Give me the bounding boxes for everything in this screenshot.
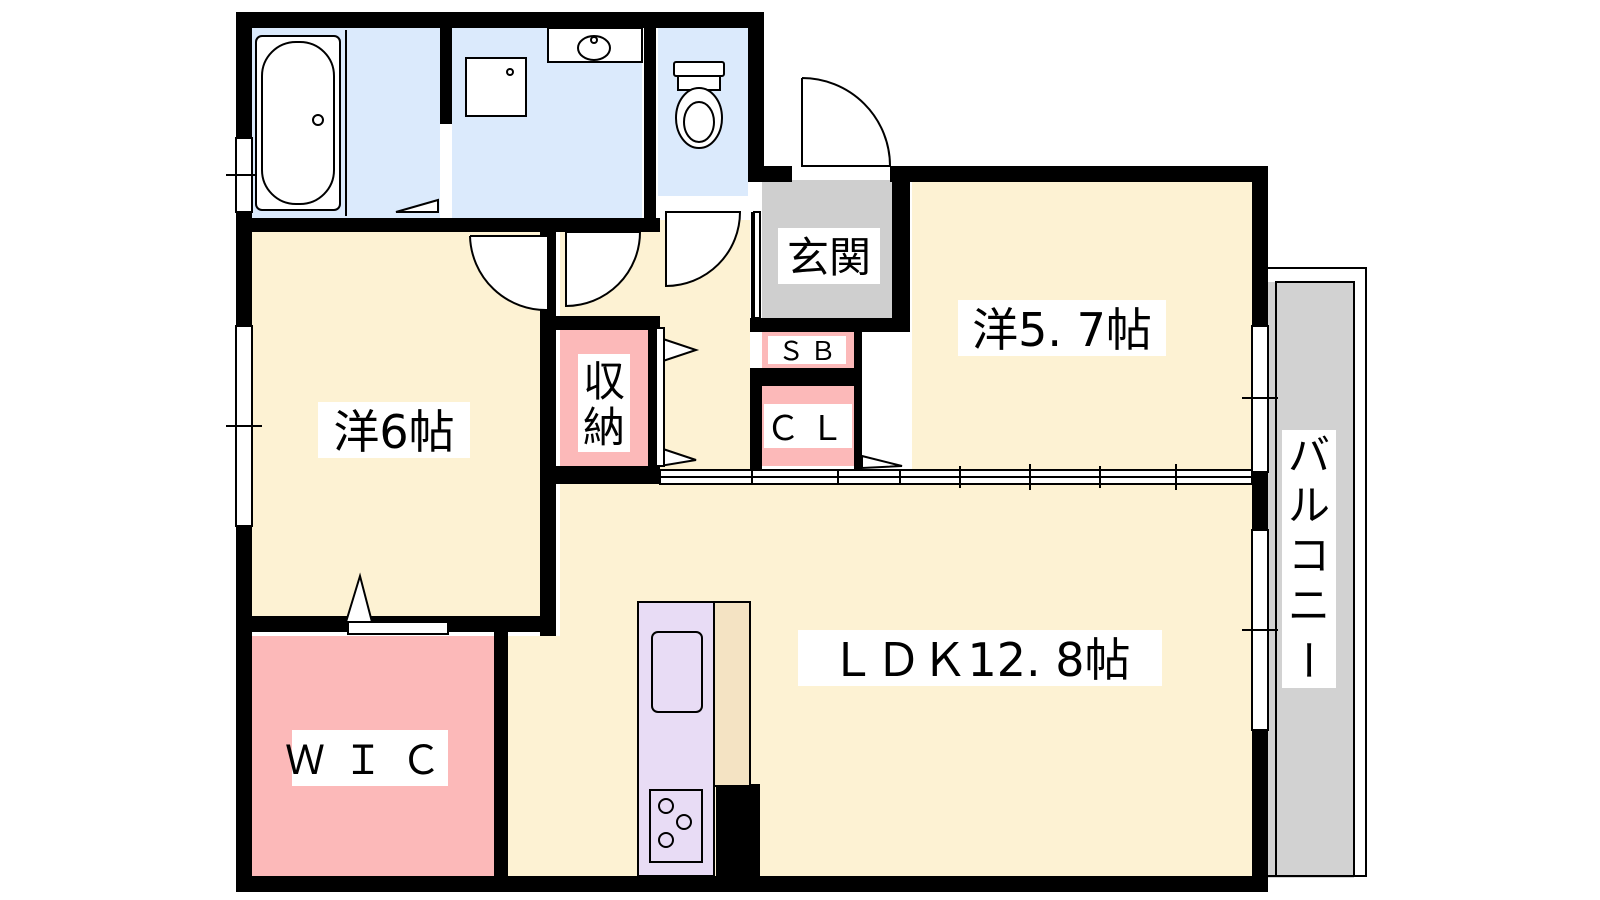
label-balcony: バ ル コ ニ ー [1283, 431, 1332, 681]
wall-sb-bottom [750, 368, 862, 386]
label-balcony-char: コ [1288, 531, 1330, 580]
label-storage-2: 納 [583, 403, 625, 452]
washbasin-icon [547, 27, 643, 63]
room-labels: 洋6帖 洋5. 7帖 ＬＤＫ12. 8帖 玄関 収 納 ＳＢ ＣＬ ＷＩＣ バ … [285, 233, 1332, 784]
doors [469, 77, 892, 319]
door-w6 [469, 235, 549, 312]
wall-ldk-top [556, 470, 756, 480]
wall-storage-top [556, 316, 660, 330]
sliding-partition [659, 464, 1253, 490]
label-western-6: 洋6帖 [333, 405, 454, 459]
wall-entrance-right [892, 166, 910, 332]
ldk-area-left [508, 636, 568, 876]
wall-entrance-bottom [750, 318, 910, 332]
wall-top-right [890, 166, 1268, 182]
kitchen-back-counter [713, 601, 751, 787]
bathtub-icon [255, 30, 347, 216]
label-storage-1: 収 [583, 357, 625, 406]
door-front [801, 77, 892, 167]
label-backgrounds [292, 228, 1336, 786]
washer-space-icon [465, 57, 527, 117]
stove-burners-icon [649, 789, 703, 863]
balcony-inner [1275, 281, 1355, 877]
label-wic: ＷＩＣ [285, 738, 459, 784]
label-entrance: 玄関 [787, 233, 871, 282]
door-indicators [344, 198, 903, 635]
wall-kitchen-post [716, 784, 760, 882]
wall-wash-toilet [644, 28, 656, 224]
wall-top-bath [236, 12, 762, 28]
wall-cl-right [854, 330, 862, 476]
door-wash [565, 231, 642, 308]
wall-bath-bottom [236, 218, 660, 232]
door-toilet [665, 211, 742, 288]
label-balcony-char: ル [1288, 481, 1330, 530]
wall-storage-right [648, 330, 658, 466]
label-balcony-char: ー [1283, 639, 1332, 681]
wall-wic-right [494, 632, 508, 882]
wall-cl-left [750, 386, 762, 476]
wall-w6-right [540, 232, 556, 636]
label-closet: ＣＬ [766, 409, 854, 449]
kitchen-sink-icon [651, 631, 703, 713]
label-western-57: 洋5. 7帖 [972, 303, 1152, 357]
label-ldk: ＬＤＫ12. 8帖 [829, 633, 1130, 687]
wall-bath-right [748, 12, 764, 182]
wall-bath-wash [440, 28, 452, 124]
label-shoe-box: ＳＢ [778, 337, 842, 367]
wall-bottom [236, 876, 1266, 892]
kitchen [637, 601, 751, 877]
label-balcony-char: バ [1288, 431, 1330, 480]
toilet-icon [673, 61, 725, 149]
label-balcony-char: ニ [1288, 581, 1330, 630]
